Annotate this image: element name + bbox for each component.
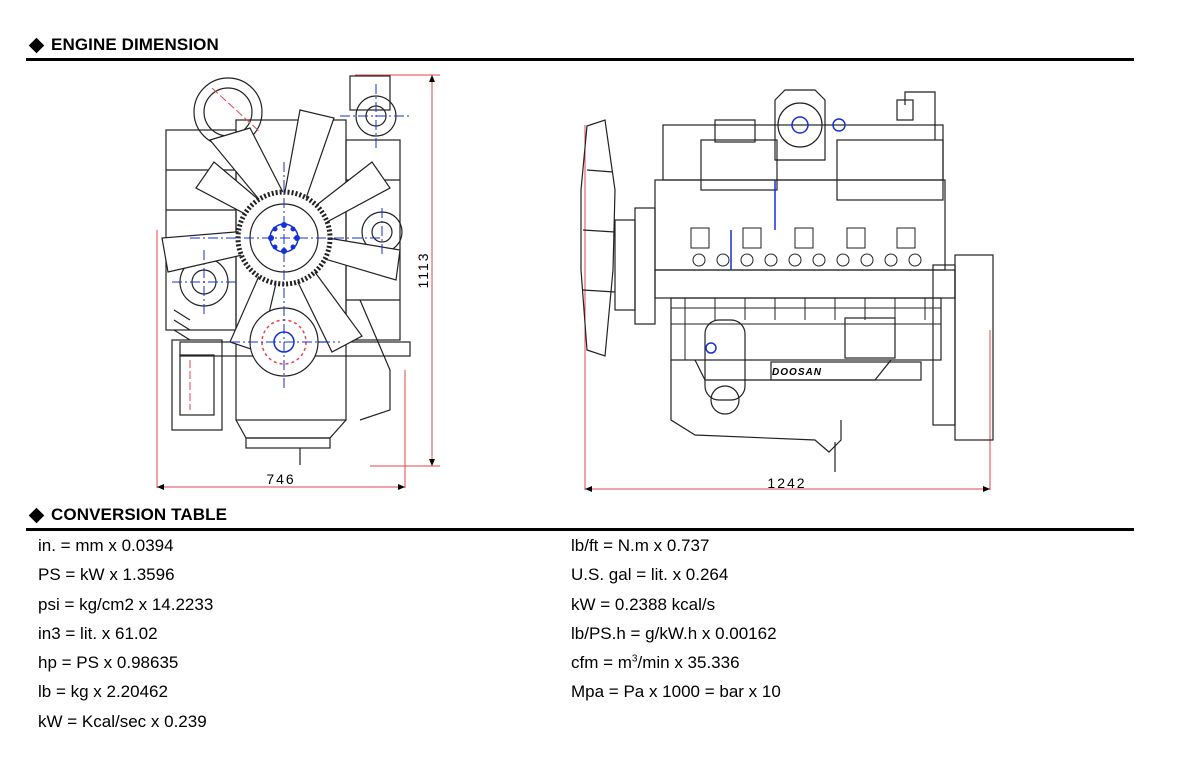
conversion-row: kW = 0.2388 kcal/s [571, 594, 716, 614]
diamond-bullet-icon [28, 37, 45, 53]
conversion-row: psi = kg/cm2 x 14.2233 [38, 594, 214, 614]
conversion-table-title: CONVERSION TABLE [26, 505, 227, 525]
cfm-suffix: /min x 35.336 [637, 653, 740, 673]
conversion-row: Mpa = Pa x 1000 = bar x 10 [571, 682, 781, 702]
engine-dimension-title: ENGINE DIMENSION [26, 35, 219, 55]
engine-front-view-drawing: 746 1113 [156, 74, 440, 490]
conversion-row: kW = Kcal/sec x 0.239 [38, 711, 207, 731]
conversion-row: lb/PS.h = g/kW.h x 0.00162 [571, 623, 777, 643]
conversion-row: U.S. gal = lit. x 0.264 [571, 565, 729, 585]
engine-side-view-drawing: 1242 [580, 89, 994, 492]
side-length-label: 1242 [767, 475, 806, 491]
conversion-row: lb = kg x 2.20462 [38, 682, 168, 702]
front-height-label: 1113 [415, 251, 431, 288]
side-brand-plate: DOOSAN [772, 367, 822, 378]
conversion-list-right: lb/ft = N.m x 0.737 U.S. gal = lit. x 0.… [571, 536, 781, 712]
conversion-row: in3 = lit. x 61.02 [38, 623, 158, 643]
conversion-row: lb/ft = N.m x 0.737 [571, 536, 710, 555]
conversion-row: hp = PS x 0.98635 [38, 653, 179, 673]
conversion-table-header: CONVERSION TABLE [26, 505, 1134, 531]
front-width-label: 746 [266, 471, 295, 487]
conversion-row: in. = mm x 0.0394 [38, 536, 174, 555]
conversion-row: PS = kW x 1.3596 [38, 565, 175, 585]
conversion-row-cfm: cfm = m3/min x 35.336 [571, 653, 781, 682]
engine-dimension-header: ENGINE DIMENSION [26, 35, 1134, 61]
conversion-list-left: in. = mm x 0.0394 PS = kW x 1.3596 psi =… [38, 536, 213, 741]
diamond-bullet-icon [28, 507, 45, 523]
cfm-superscript: 3 [631, 653, 638, 665]
cfm-prefix: cfm = m [571, 653, 632, 673]
